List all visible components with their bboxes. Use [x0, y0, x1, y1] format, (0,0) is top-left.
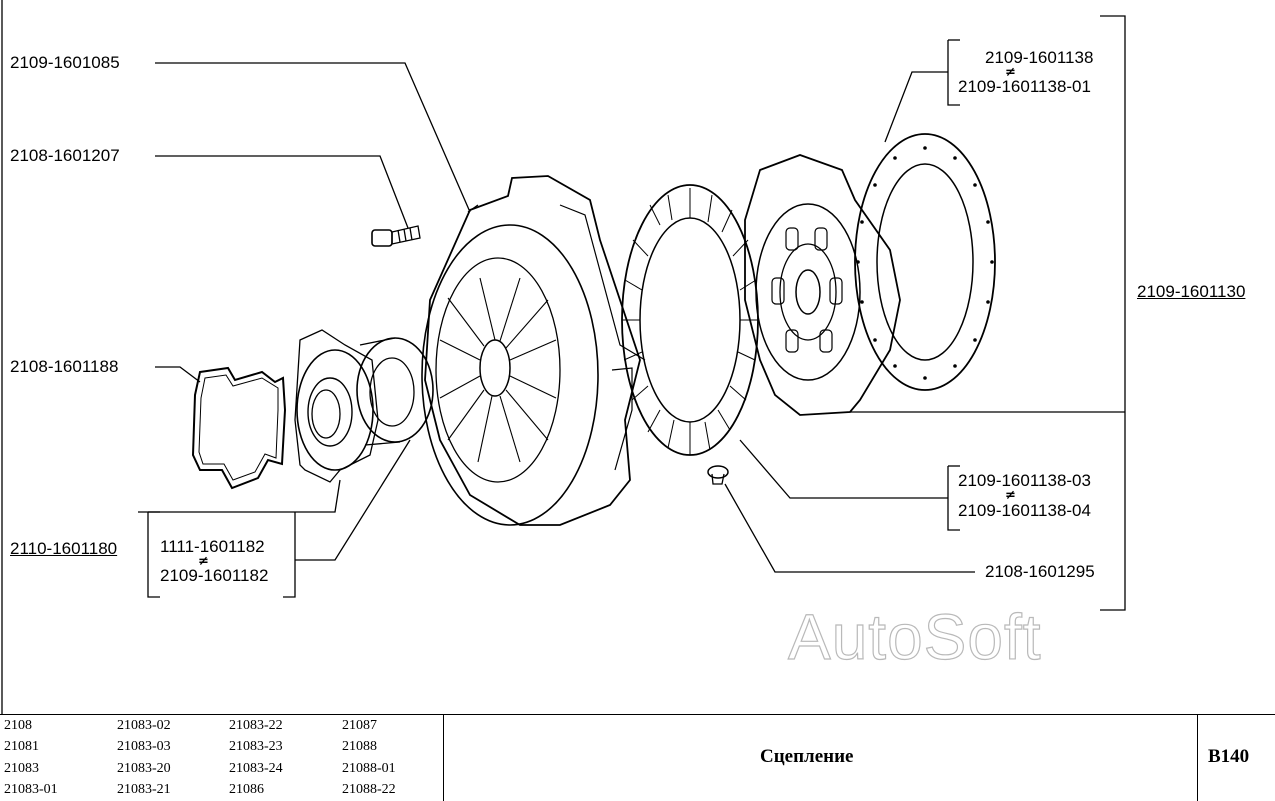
label-bearing-alt-b: 2109-1601182	[160, 566, 269, 585]
label-lining-a: 2109-1601138	[985, 48, 1094, 67]
model-code: 21088	[342, 739, 377, 754]
model-code: 21087	[342, 718, 377, 733]
models-cell	[0, 715, 444, 801]
model-code: 21083	[4, 761, 39, 776]
model-code: 21088-22	[342, 782, 396, 797]
model-code: 21083-21	[117, 782, 171, 797]
model-code: 21083-20	[117, 761, 171, 776]
model-code: 21088-01	[342, 761, 396, 776]
model-code: 21083-24	[229, 761, 283, 776]
sheet-code: B140	[1208, 746, 1250, 767]
model-code: 2108	[4, 718, 32, 733]
not-equal-symbol: ≠	[198, 554, 209, 569]
label-lining-b: 2109-1601138-01	[958, 77, 1091, 96]
label-rivet: 2108-1601295	[985, 562, 1095, 581]
label-disc-assembly: 2109-1601130	[1137, 282, 1246, 301]
model-code: 21083-23	[229, 739, 283, 754]
model-code: 21086	[229, 782, 264, 797]
label-bolt: 2108-1601207	[10, 146, 120, 165]
model-code: 21083-01	[4, 782, 58, 797]
label-disc-c: 2109-1601138-03	[958, 471, 1091, 490]
title-block	[0, 714, 1275, 801]
label-pressure-plate: 2109-1601085	[10, 53, 120, 72]
drawing-title: Сцепление	[760, 746, 854, 767]
label-bearing-alt-a: 1111-1601182	[160, 537, 265, 556]
label-disc-d: 2109-1601138-04	[958, 501, 1091, 520]
watermark: AutoSoft	[787, 600, 1042, 673]
model-code: 21083-22	[229, 718, 283, 733]
not-equal-symbol: ≠	[1005, 488, 1016, 503]
model-code: 21081	[4, 739, 39, 754]
label-spring-clip: 2108-1601188	[10, 357, 119, 376]
model-code: 21083-03	[117, 739, 171, 754]
model-code: 21083-02	[117, 718, 171, 733]
sheet-code-cell	[1197, 715, 1275, 801]
label-release-bearing: 2110-1601180	[10, 539, 118, 558]
not-equal-symbol: ≠	[1005, 65, 1016, 80]
clutch-exploded-diagram	[1, 0, 1126, 714]
